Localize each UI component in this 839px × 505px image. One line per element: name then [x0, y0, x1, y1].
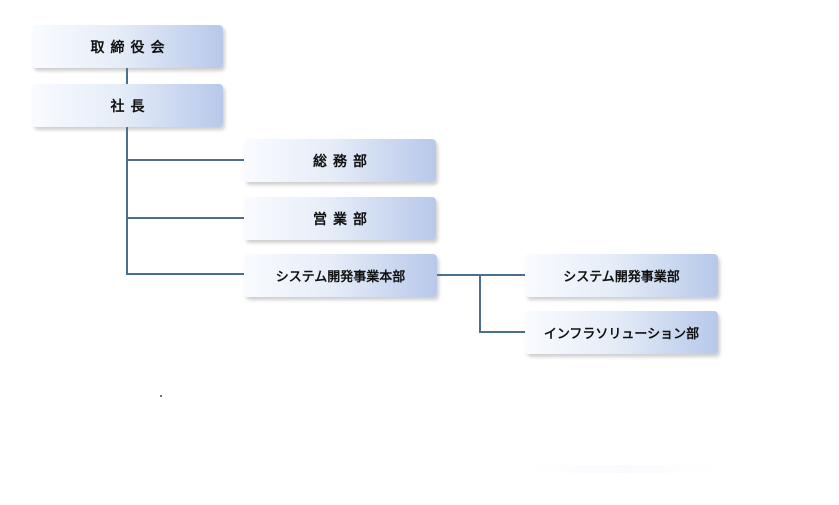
board-box: 取締役会: [32, 25, 223, 68]
line-president-trunk: [126, 126, 128, 275]
system-dev-dept-box: システム開発事業部: [525, 254, 718, 297]
small-dot-mark: [160, 395, 162, 397]
president-label: 社長: [110, 98, 151, 115]
line-to-general-affairs: [126, 159, 244, 161]
president-box: 社長: [32, 84, 223, 127]
line-to-infra: [479, 331, 525, 333]
sales-label: 営業部: [313, 211, 373, 228]
general-affairs-label: 総務部: [313, 153, 373, 170]
infra-dept-label: インフラソリューション部: [543, 327, 700, 342]
infra-dept-box: インフラソリューション部: [525, 311, 718, 354]
line-to-sales: [126, 217, 244, 219]
faint-bottom-highlight: [525, 465, 720, 473]
line-to-system-hq: [126, 273, 244, 275]
line-board-president: [126, 68, 128, 84]
line-hq-branch: [437, 274, 525, 276]
system-dev-dept-label: システム開発事業部: [563, 270, 680, 285]
general-affairs-box: 総務部: [244, 139, 436, 182]
system-hq-box: システム開発事業本部: [244, 254, 437, 297]
system-hq-label: システム開発事業本部: [275, 270, 406, 285]
board-label: 取締役会: [90, 39, 171, 56]
line-hq-subtrunk: [479, 274, 481, 332]
sales-box: 営業部: [244, 197, 436, 240]
